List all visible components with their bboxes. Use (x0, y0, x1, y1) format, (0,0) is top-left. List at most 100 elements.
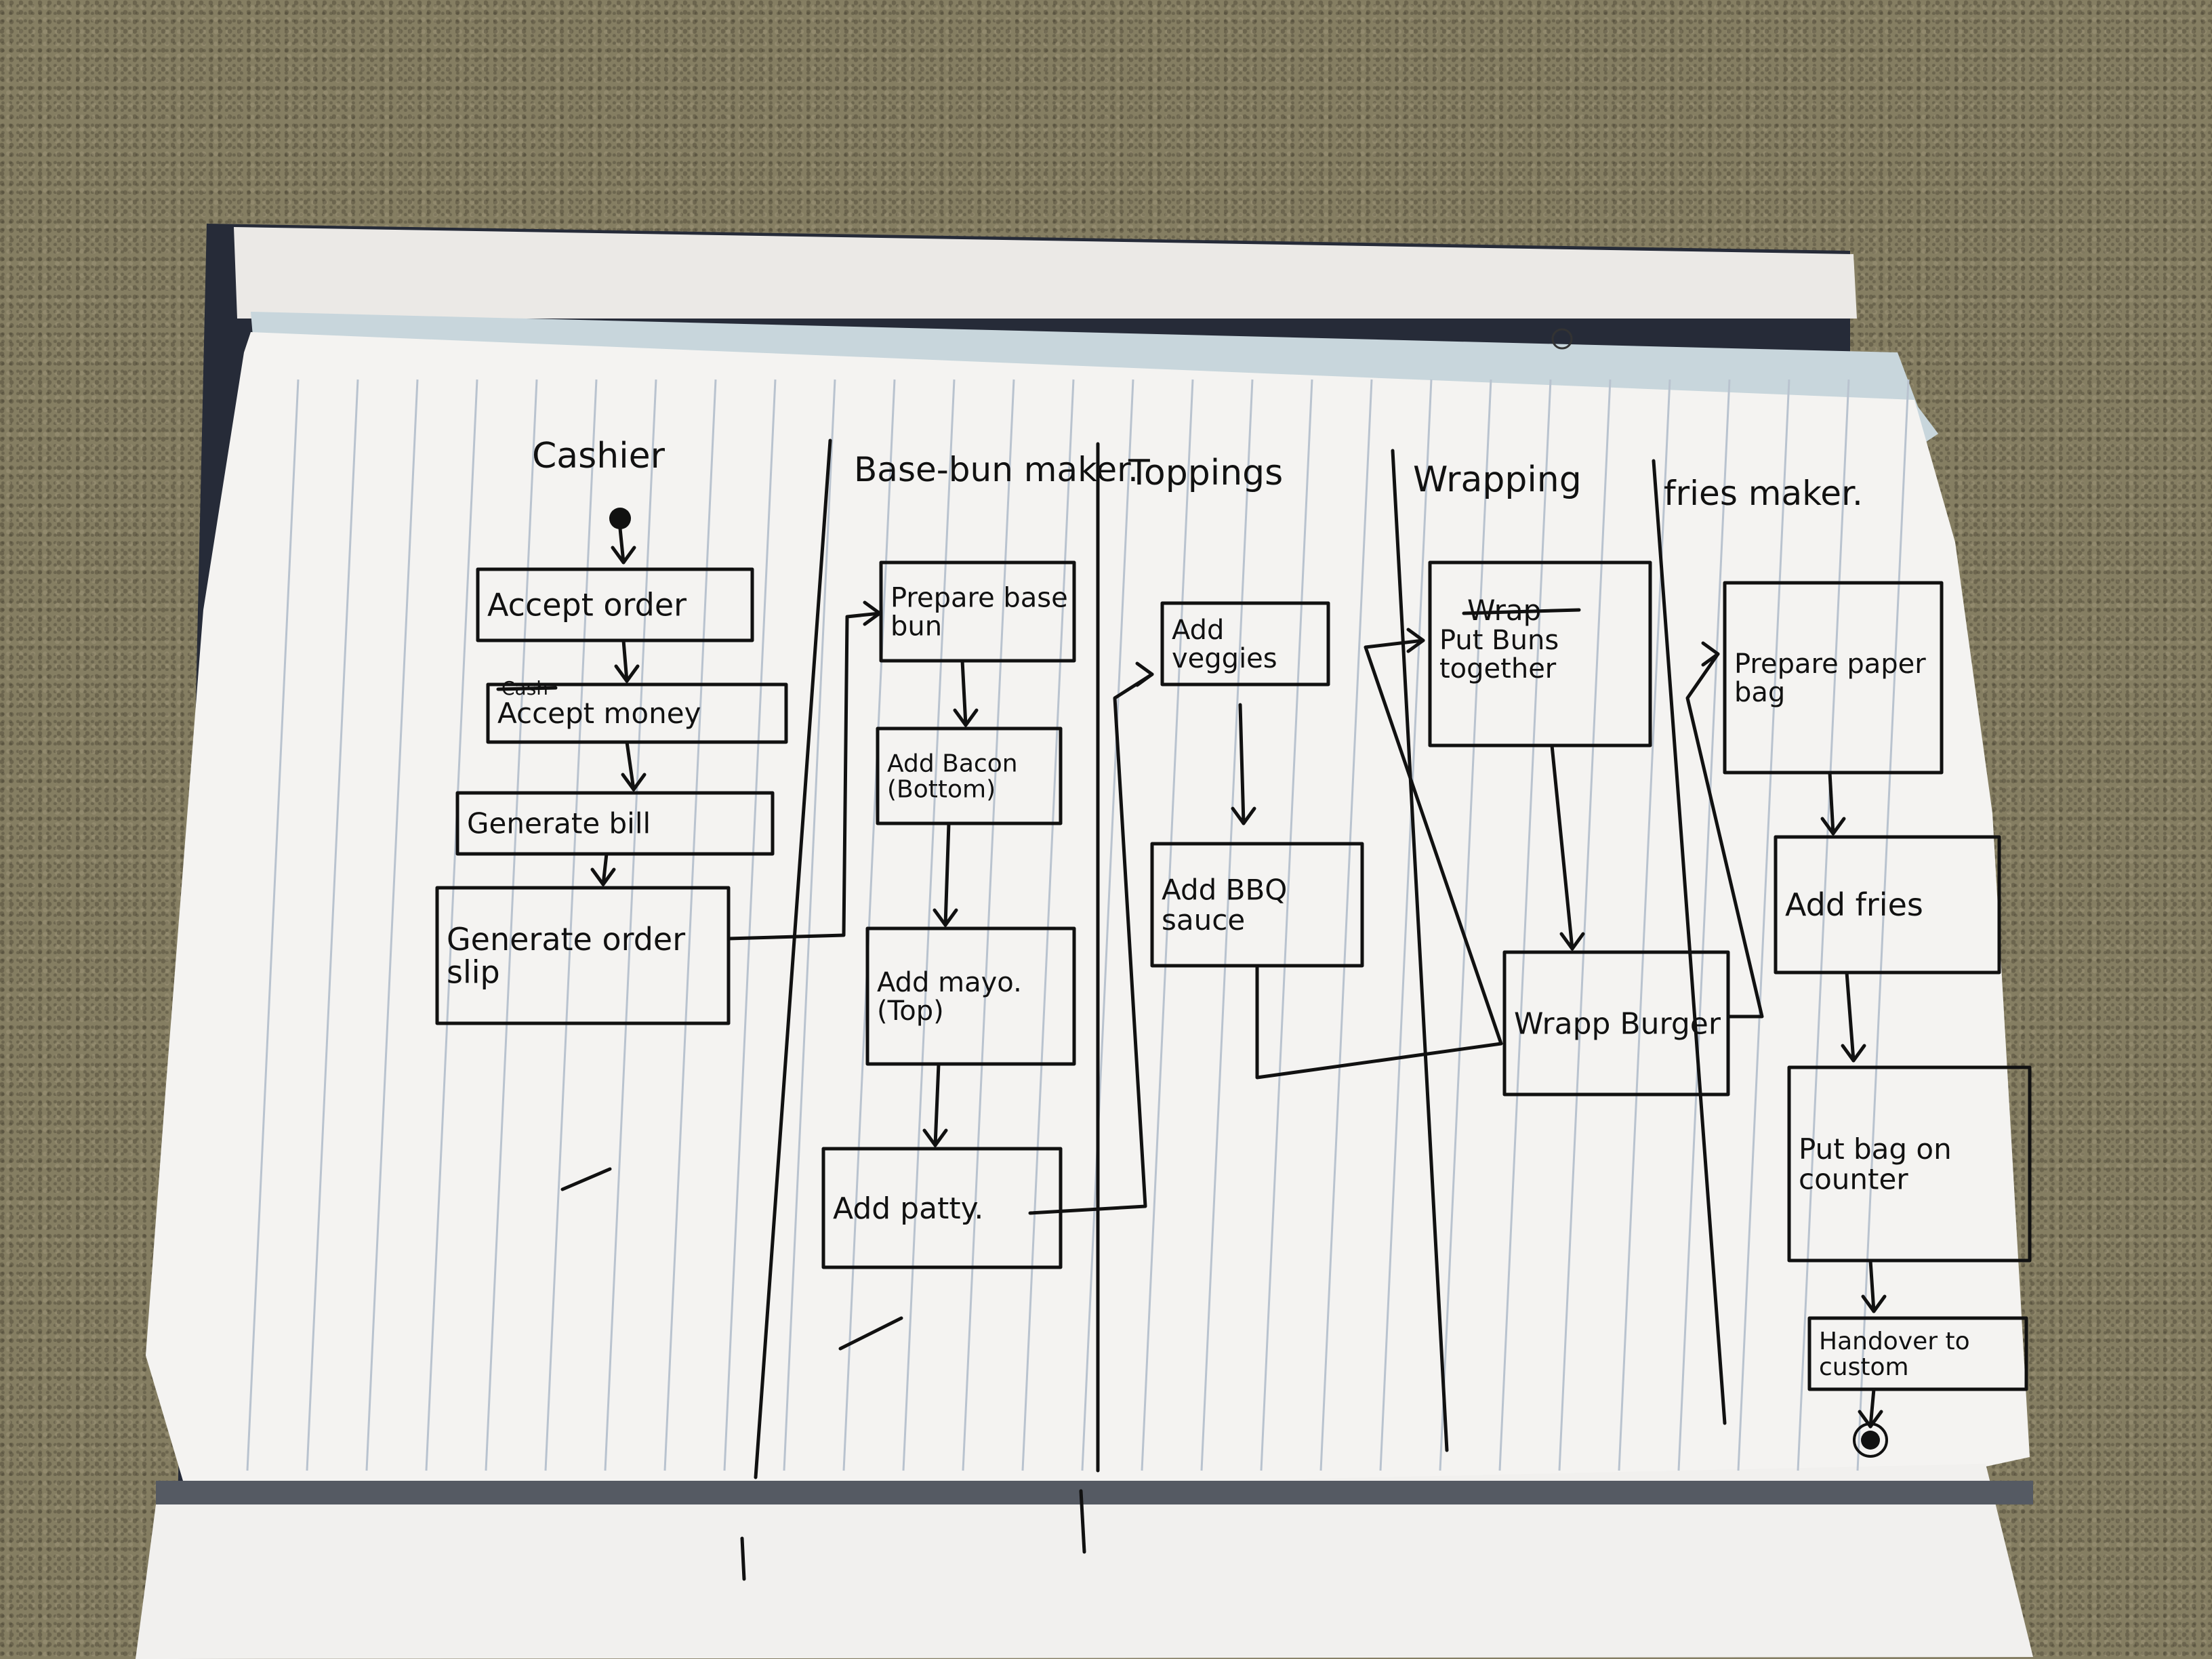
step-label-line: Put Buns (1439, 625, 1559, 656)
flow-connector (1685, 652, 1764, 1019)
step-box-outline (879, 560, 1076, 663)
rule-line (306, 379, 359, 1471)
back-page (234, 227, 1857, 319)
fold-mark (740, 1536, 746, 1581)
flow-connector (1255, 638, 1503, 1080)
step-box-outline (435, 886, 731, 1025)
rule-line (723, 379, 777, 1471)
lane-divider (1652, 459, 1727, 1425)
page-fold-shadow (156, 1481, 2033, 1504)
step-box-outline (865, 926, 1076, 1066)
step-box-accept-money: Accept money (486, 682, 788, 744)
rule-line (544, 379, 598, 1471)
lane-title-fries-maker: fries maker. (1664, 474, 1863, 513)
flow-connector (618, 527, 626, 565)
step-label-line: Generate bill (467, 807, 651, 840)
rule-line (1677, 379, 1731, 1471)
rule-line (246, 379, 300, 1471)
arrowhead (922, 1128, 948, 1147)
main-page (146, 332, 2030, 1484)
step-box-outline (1502, 950, 1730, 1097)
end-node-ring (1853, 1422, 1888, 1458)
step-box-outline (1807, 1316, 2028, 1391)
rule-line (1319, 379, 1373, 1471)
step-box-generate-bill: Generate bill (455, 791, 775, 856)
step-label-line: sauce (1162, 903, 1245, 937)
rule-line (604, 379, 657, 1471)
arrowhead (1861, 1294, 1887, 1313)
step-label-line: Add (1172, 615, 1224, 646)
arrowhead (614, 664, 640, 683)
step-label-line: Add BBQ (1162, 874, 1287, 907)
step-label-line: Prepare base (890, 583, 1068, 614)
step-label-line: Accept order (487, 587, 687, 623)
rule-line (1379, 379, 1433, 1471)
arrowhead (590, 867, 616, 886)
step-label-line: Accept money (497, 697, 701, 730)
arrowhead (1231, 806, 1256, 825)
rule-line (663, 379, 717, 1471)
lower-page (136, 1464, 2033, 1659)
arrowhead (1858, 1410, 1883, 1429)
arrowhead (1559, 932, 1585, 951)
lane-dividers (754, 438, 1727, 1479)
lane-title-cashier: Cashier (532, 436, 665, 476)
flow-connector (1868, 1258, 1876, 1313)
binder-ring (1551, 328, 1573, 350)
rule-line (1081, 379, 1134, 1471)
lane-title-base-bun-maker: Base-bun maker. (854, 450, 1139, 489)
step-label-line: Add fries (1785, 886, 1923, 923)
flow-connector (1868, 1387, 1876, 1429)
step-label-line: Wrapp Burger (1514, 1006, 1721, 1041)
flow-connector (1028, 672, 1154, 1215)
step-label-line: together (1439, 653, 1557, 684)
step-label-line: bag (1734, 677, 1785, 708)
end-node (1861, 1431, 1880, 1450)
arrowhead (863, 600, 882, 626)
arrowhead (1841, 1044, 1866, 1063)
step-box-outline (876, 726, 1063, 825)
flow-connector (1238, 703, 1246, 825)
step-box-add-mayo: Add mayo.(Top) (865, 926, 1076, 1066)
step-box-outline (1774, 835, 2001, 975)
step-label-line: Handover to (1819, 1328, 1970, 1355)
lane-title-wrapping: Wrapping (1413, 459, 1582, 500)
flow-connector (625, 740, 636, 792)
lane-divider (1391, 449, 1449, 1452)
step-box-outline (821, 1147, 1063, 1269)
step-label-line: Generate order (447, 921, 685, 958)
step-label-line: Add patty. (833, 1191, 983, 1226)
arrowhead (611, 546, 636, 565)
step-box-outline (1787, 1065, 2032, 1263)
step-label-line: bun (890, 611, 942, 642)
arrowhead (933, 908, 958, 927)
step-label-line: slip (447, 954, 500, 990)
lane-divider (754, 438, 832, 1479)
flow-connector (933, 1062, 941, 1147)
step-box-outline (1428, 560, 1652, 747)
rule-line (1200, 379, 1254, 1471)
step-label-line: Put bag on (1799, 1132, 1952, 1166)
step-label-line: Prepare paper (1734, 649, 1926, 680)
arrowhead (621, 773, 647, 792)
arrowhead (1820, 817, 1846, 836)
lane-title-toppings: Toppings (1128, 453, 1283, 493)
flow-connector (601, 852, 609, 886)
step-label-line: (Bottom) (887, 776, 996, 804)
flow-connector (621, 638, 629, 683)
strikethrough-cash (496, 686, 558, 691)
flow-connector (960, 659, 968, 727)
step-label-line: Add mayo. (877, 967, 1022, 998)
flow-connector (1845, 970, 1856, 1063)
rule-line (783, 379, 836, 1471)
step-box-wrapp-burger: Wrapp Burger (1502, 950, 1730, 1097)
flow-arrows (590, 527, 1887, 1429)
